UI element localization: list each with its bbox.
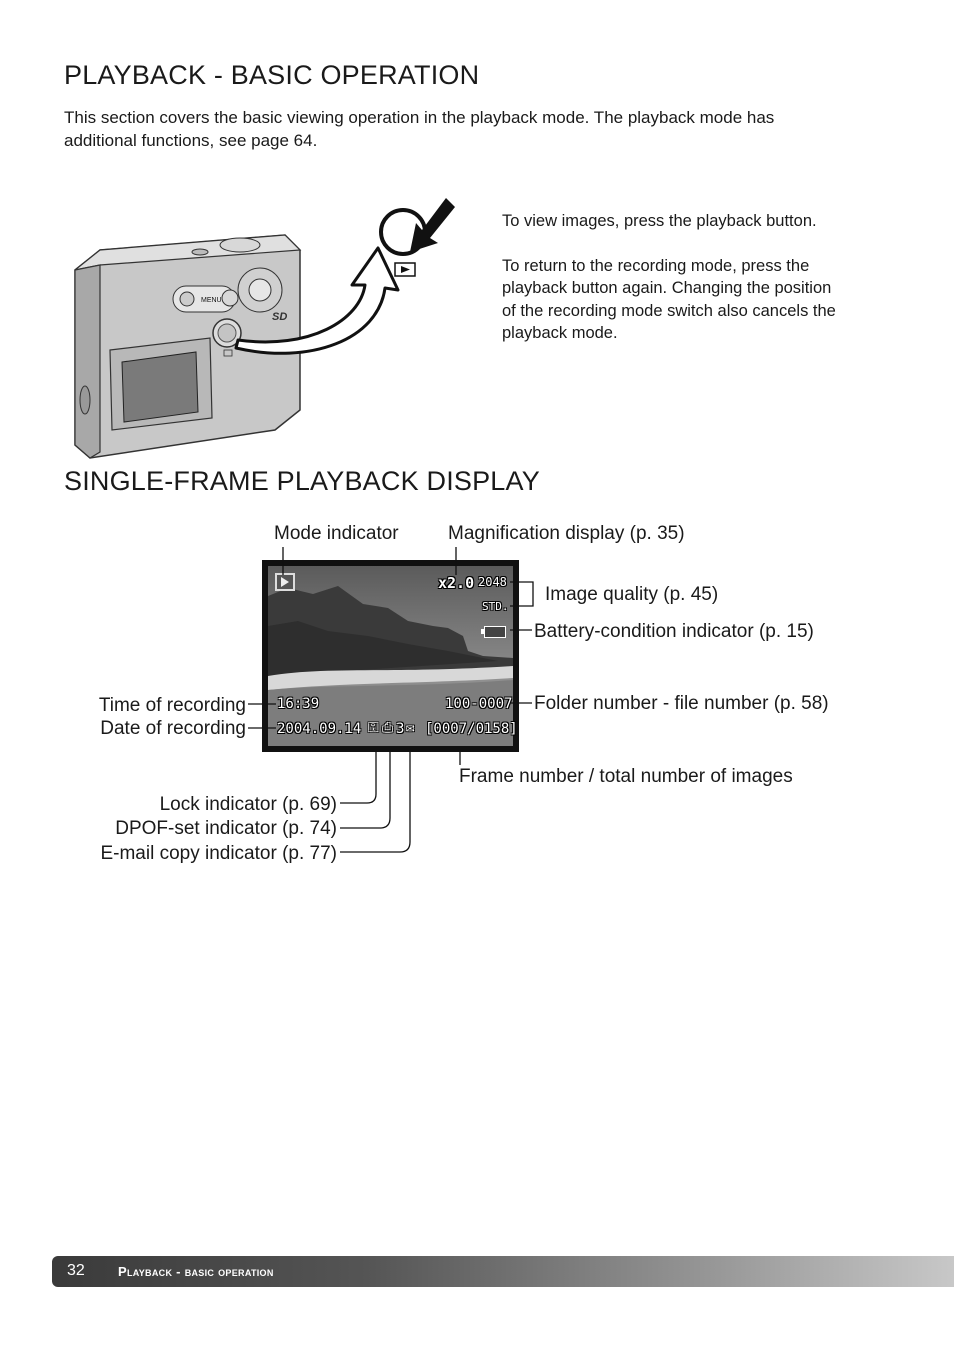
instruction-step-2-line-3: of the recording mode switch also cancel…: [502, 301, 836, 320]
intro-line-1: This section covers the basic viewing op…: [64, 108, 775, 127]
dpof-count: 3: [396, 721, 405, 737]
date-display: 2004.09.14: [277, 721, 362, 737]
page-title: PLAYBACK - BASIC OPERATION: [64, 60, 480, 90]
instruction-step-2-line-4: playback mode.: [502, 324, 618, 342]
time-display: 16:39: [277, 696, 320, 712]
page-number: 32: [67, 1262, 85, 1279]
callout-image-quality: Image quality (p. 45): [545, 584, 719, 605]
camera-menu-label: MENU: [201, 297, 222, 304]
callout-date: Date of recording: [100, 718, 246, 739]
arrow-icon: [234, 246, 400, 355]
instruction-text: To view images, press the playback butto…: [502, 210, 902, 345]
lock-icon: ⚿: [368, 720, 379, 736]
callout-mode-indicator: Mode indicator: [274, 523, 399, 544]
callout-battery: Battery-condition indicator (p. 15): [534, 621, 814, 642]
scene-photo: [268, 566, 513, 746]
callout-email: E-mail copy indicator (p. 77): [100, 843, 337, 864]
envelope-icon: ✉: [406, 720, 415, 736]
frame-counter-display: [0007/0158]: [425, 721, 518, 737]
footer-section-title: Playback - basic operation: [118, 1264, 274, 1279]
callout-frame-number: Frame number / total number of images: [459, 766, 793, 787]
resolution-display: 2048: [478, 575, 507, 589]
mode-indicator-icon: [275, 573, 295, 591]
camera-illustration: MENU SD: [74, 198, 455, 459]
instruction-step-1: To view images, press the playback butto…: [502, 212, 817, 230]
folder-file-display: 100-0007: [445, 696, 513, 712]
section-title: SINGLE-FRAME PLAYBACK DISPLAY: [64, 466, 540, 496]
callout-lock: Lock indicator (p. 69): [159, 794, 337, 815]
intro-line-2: additional functions, see page 64.: [64, 131, 318, 150]
callout-folder-file: Folder number - file number (p. 58): [534, 693, 829, 714]
callout-dpof: DPOF-set indicator (p. 74): [115, 818, 337, 839]
page-footer: 32 Playback - basic operation: [52, 1256, 954, 1287]
callout-magnification: Magnification display (p. 35): [448, 523, 685, 544]
lcd-frame: x2.0 2048 STD. 16:39 100-0007 2004.09.14…: [262, 560, 519, 752]
battery-icon: [481, 626, 506, 638]
callout-time: Time of recording: [98, 695, 246, 716]
printer-icon: ⎙: [382, 720, 394, 736]
instruction-step-2-line-1: To return to the recording mode, press t…: [502, 256, 810, 275]
svg-text:SD: SD: [272, 311, 287, 323]
magnification-display: x2.0: [438, 574, 475, 592]
instruction-step-2-line-2: playback button again. Changing the posi…: [502, 279, 832, 297]
quality-display: STD.: [482, 600, 509, 613]
intro-text: This section covers the basic viewing op…: [64, 106, 894, 152]
